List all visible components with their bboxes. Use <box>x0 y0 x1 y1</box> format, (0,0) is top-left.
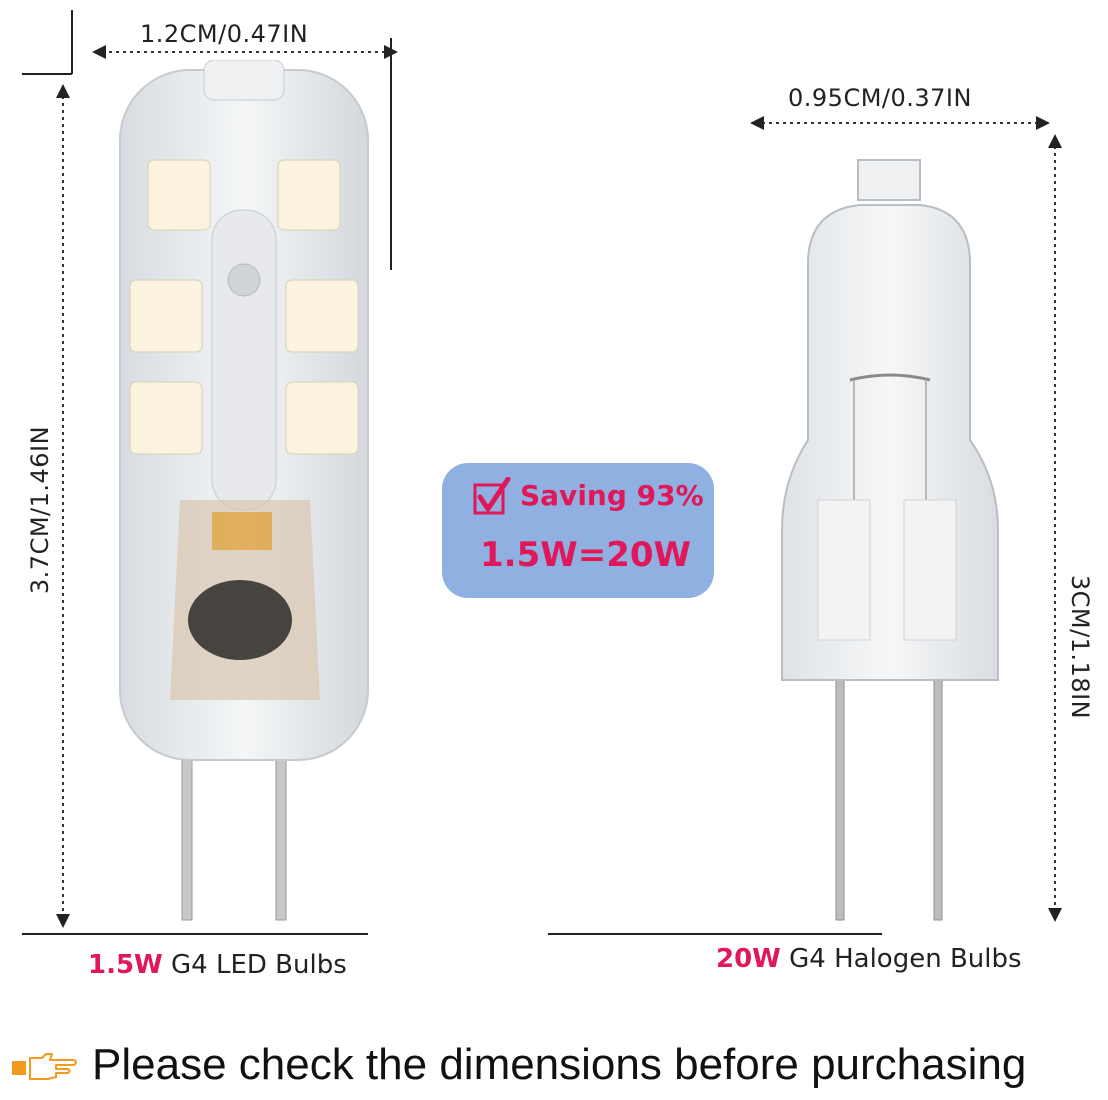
saving-text: Saving 93% <box>520 479 704 512</box>
pointing-hand-icon <box>12 1053 77 1080</box>
led-height-arrow <box>56 84 70 928</box>
led-caption-watt: 1.5W <box>88 950 163 980</box>
led-baseline <box>22 933 368 935</box>
halogen-bulb-image <box>781 159 999 921</box>
halogen-baseline <box>548 933 882 935</box>
corner-mark <box>22 10 73 75</box>
dimensions-notice: Please check the dimensions before purch… <box>92 1040 1027 1089</box>
led-caption-text: G4 LED Bulbs <box>162 950 347 980</box>
led-width-guide <box>390 38 392 270</box>
led-caption: 1.5W G4 LED Bulbs <box>88 950 347 980</box>
led-bulb-image <box>119 60 369 921</box>
checkbox-icon <box>473 477 511 515</box>
led-height-label: 3.7CM/1.46IN <box>26 425 54 595</box>
wattage-equivalence: 1.5W=20W <box>480 535 692 575</box>
halogen-height-arrow <box>1048 134 1062 922</box>
halogen-width-arrow <box>750 116 1050 130</box>
halogen-height-label: 3CM/1.18IN <box>1066 574 1094 720</box>
halogen-caption: 20W G4 Halogen Bulbs <box>716 944 1022 974</box>
led-width-label: 1.2CM/0.47IN <box>140 20 309 48</box>
halogen-width-label: 0.95CM/0.37IN <box>788 84 972 112</box>
savings-badge: Saving 93% 1.5W=20W <box>442 463 714 598</box>
halogen-caption-text: G4 Halogen Bulbs <box>780 944 1022 974</box>
halogen-caption-watt: 20W <box>716 944 781 974</box>
